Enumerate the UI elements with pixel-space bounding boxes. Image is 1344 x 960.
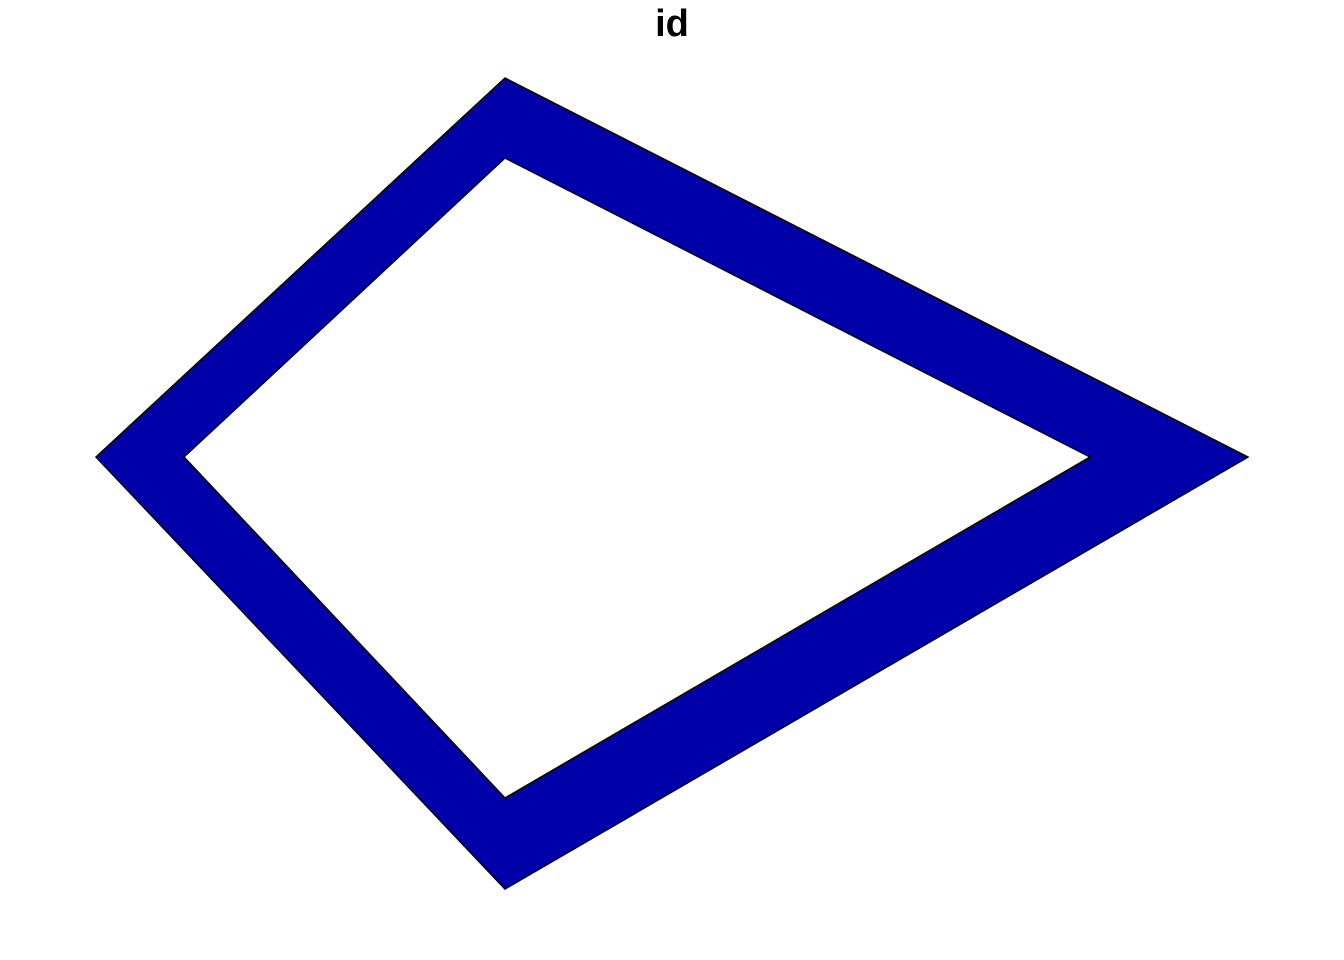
plot-title: id [655, 3, 689, 45]
kite-ring-shape [94, 77, 1250, 890]
